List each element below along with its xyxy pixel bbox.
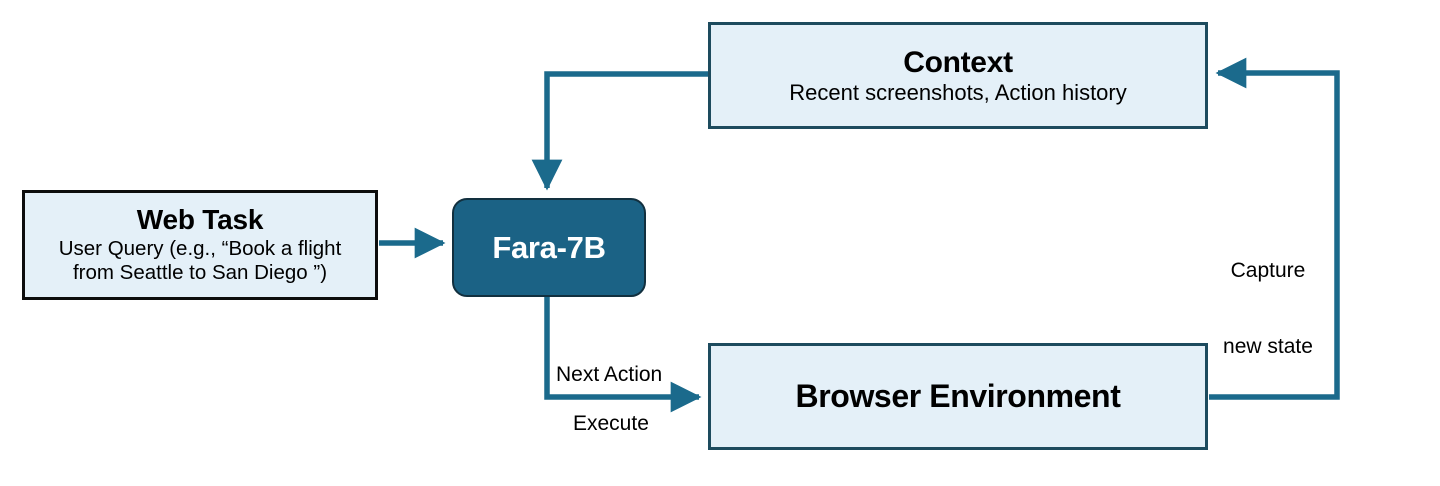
node-web-task[interactable]: Web Task User Query (e.g., “Book a fligh… [22,190,378,300]
node-browser-environment[interactable]: Browser Environment [708,343,1208,450]
node-fara-model[interactable]: Fara-7B [452,198,646,297]
node-web-task-subtitle-line1: User Query (e.g., “Book a flight [58,236,342,260]
node-browser-environment-title: Browser Environment [795,378,1121,414]
node-context-subtitle: Recent screenshots, Action history [789,79,1127,105]
edge-label-capture-new-state-line1: Capture [1230,259,1306,283]
edge-fara-to-browser [544,297,702,413]
edge-label-next-action: Next Action [556,363,663,386]
edge-context-to-fara [531,71,709,191]
node-context[interactable]: Context Recent screenshots, Action histo… [708,22,1208,129]
edge-label-capture-new-state-line2: new state [1223,334,1313,358]
node-context-title: Context [903,45,1013,79]
node-web-task-subtitle-line2: from Seattle to San Diego ”) [72,261,328,285]
edge-label-capture-new-state: Capture new state [1203,208,1333,410]
node-fara-model-title: Fara-7B [492,229,606,265]
edge-label-execute: Execute [573,412,649,435]
edge-browser-to-context [1209,57,1340,400]
node-web-task-title: Web Task [136,203,264,235]
